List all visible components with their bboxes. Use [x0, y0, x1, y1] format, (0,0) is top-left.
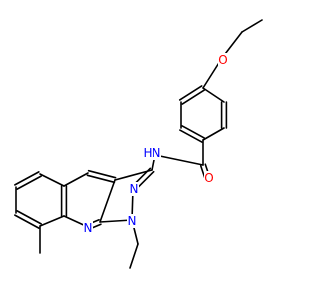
- bond-line: [39, 173, 65, 187]
- bond-line: [129, 243, 139, 269]
- bond-line: [87, 169, 117, 179]
- oxygen-ether-label: O: [218, 53, 227, 67]
- bond-line: [16, 210, 42, 225]
- bond-line: [39, 215, 65, 227]
- atom-label-background: [127, 214, 137, 228]
- bond-line: [99, 219, 133, 223]
- bond-line: [14, 214, 40, 229]
- bond-line: [86, 174, 116, 184]
- bond-line: [202, 127, 225, 141]
- bond-line: [14, 171, 40, 186]
- hydrogen-amide-label: H: [143, 146, 152, 160]
- bond-line: [99, 179, 116, 223]
- atom-label-background: [129, 182, 139, 196]
- bond-line: [179, 129, 203, 143]
- bond-line: [202, 87, 225, 103]
- bond-line: [16, 175, 42, 190]
- bond-line: [63, 172, 89, 187]
- oxygen-carbonyl-label: O: [204, 171, 213, 185]
- atom-label-background: [151, 146, 161, 160]
- nitrogen-ring-label: N: [128, 214, 137, 228]
- bond-line: [114, 169, 153, 181]
- bond-line: [181, 89, 206, 105]
- bond-line: [181, 125, 205, 139]
- nitrogen-pyrazole-label: N: [130, 182, 139, 196]
- atom-label-background: [204, 171, 214, 185]
- atom-label-background: [83, 221, 93, 235]
- nitrogen-pyridine-label: N: [84, 221, 93, 235]
- atom-label-background: [218, 53, 228, 67]
- bond-line: [154, 154, 204, 166]
- bond-line: [178, 85, 203, 101]
- atom-label-background: [143, 146, 153, 160]
- nitrogen-amide-label: N: [152, 146, 161, 160]
- bond-line: [241, 19, 263, 33]
